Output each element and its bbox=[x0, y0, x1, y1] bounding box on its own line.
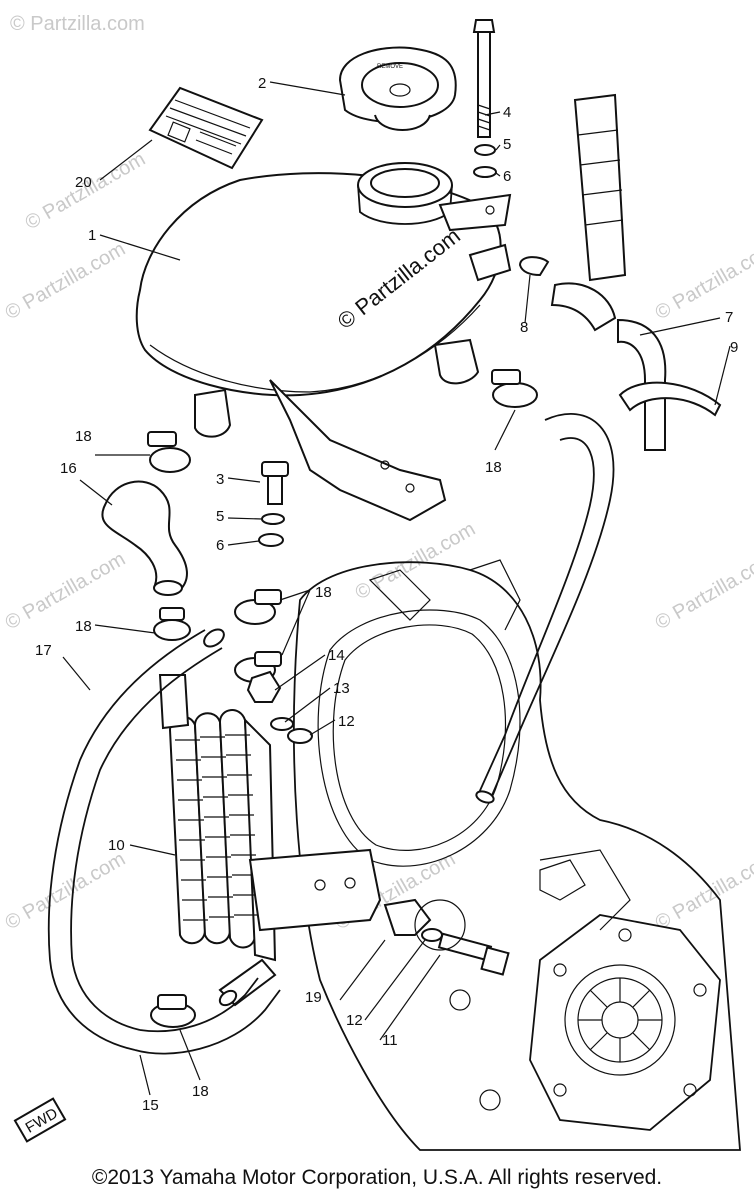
callout-18-b: 18 bbox=[485, 459, 502, 476]
callout-7: 7 bbox=[725, 309, 733, 326]
callout-17: 17 bbox=[35, 642, 52, 659]
bolt-3 bbox=[258, 461, 289, 547]
hose-17 bbox=[47, 628, 225, 1051]
callout-13: 13 bbox=[333, 680, 350, 697]
bolt-11 bbox=[383, 898, 510, 976]
callout-18-a: 18 bbox=[75, 428, 92, 445]
callout-5-lower: 5 bbox=[216, 508, 224, 525]
callout-18-e: 18 bbox=[192, 1083, 209, 1100]
callout-1: 1 bbox=[88, 227, 96, 244]
watermark-text: © Partzilla.com bbox=[2, 548, 130, 634]
callout-4: 4 bbox=[503, 104, 511, 121]
callout-12-upper: 12 bbox=[338, 713, 355, 730]
cap-text: REMOVE bbox=[377, 64, 403, 70]
hose-16 bbox=[101, 480, 188, 596]
callout-20: 20 bbox=[75, 174, 92, 191]
callout-8: 8 bbox=[520, 319, 528, 336]
hose-right-long bbox=[475, 413, 615, 804]
watermark-text: © Partzilla.com bbox=[652, 238, 754, 324]
callout-2: 2 bbox=[258, 75, 266, 92]
warning-label bbox=[148, 86, 264, 170]
bolt-4 bbox=[472, 19, 497, 178]
watermark-text: © Partzilla.com bbox=[2, 848, 130, 934]
callout-19: 19 bbox=[305, 989, 322, 1006]
callout-16: 16 bbox=[60, 460, 77, 477]
callout-11: 11 bbox=[382, 1032, 398, 1049]
callout-14: 14 bbox=[328, 647, 345, 664]
hose-clamps bbox=[147, 369, 538, 1028]
callout-15: 15 bbox=[142, 1097, 159, 1114]
callout-6-lower: 6 bbox=[216, 537, 224, 554]
watermark-text: © Partzilla.com bbox=[652, 848, 754, 934]
copyright-notice: ©2013 Yamaha Motor Corporation, U.S.A. A… bbox=[91, 1166, 663, 1189]
leader-lines bbox=[62, 81, 731, 1096]
overflow-pipe bbox=[518, 93, 722, 451]
hose-15 bbox=[134, 977, 281, 1055]
callout-18-d: 18 bbox=[75, 618, 92, 635]
callout-18-c: 18 bbox=[315, 584, 332, 601]
callout-12-lower: 12 bbox=[346, 1012, 363, 1029]
watermark-text: © Partzilla.com bbox=[22, 148, 150, 234]
callout-6-upper: 6 bbox=[503, 168, 511, 185]
callout-numbers: 1 2 3 4 5 5 6 6 7 8 9 10 11 12 12 13 14 … bbox=[35, 75, 738, 1114]
radiator-cap: REMOVE bbox=[338, 46, 457, 131]
watermark-text: © Partzilla.com bbox=[652, 548, 754, 634]
callout-9: 9 bbox=[730, 339, 738, 356]
heat-exchanger bbox=[158, 674, 382, 1007]
callout-3: 3 bbox=[216, 471, 224, 488]
watermark-text: © Partzilla.com bbox=[10, 13, 145, 35]
fwd-badge: FWD bbox=[13, 1097, 67, 1143]
engine-crankcase bbox=[293, 559, 741, 1151]
watermark-text: © Partzilla.com bbox=[2, 238, 130, 324]
coolant-tank bbox=[135, 162, 512, 522]
callout-10: 10 bbox=[108, 837, 125, 854]
callout-5-upper: 5 bbox=[503, 136, 511, 153]
watermark-text: © Partzilla.com bbox=[352, 518, 480, 604]
nut-washers bbox=[246, 670, 313, 744]
